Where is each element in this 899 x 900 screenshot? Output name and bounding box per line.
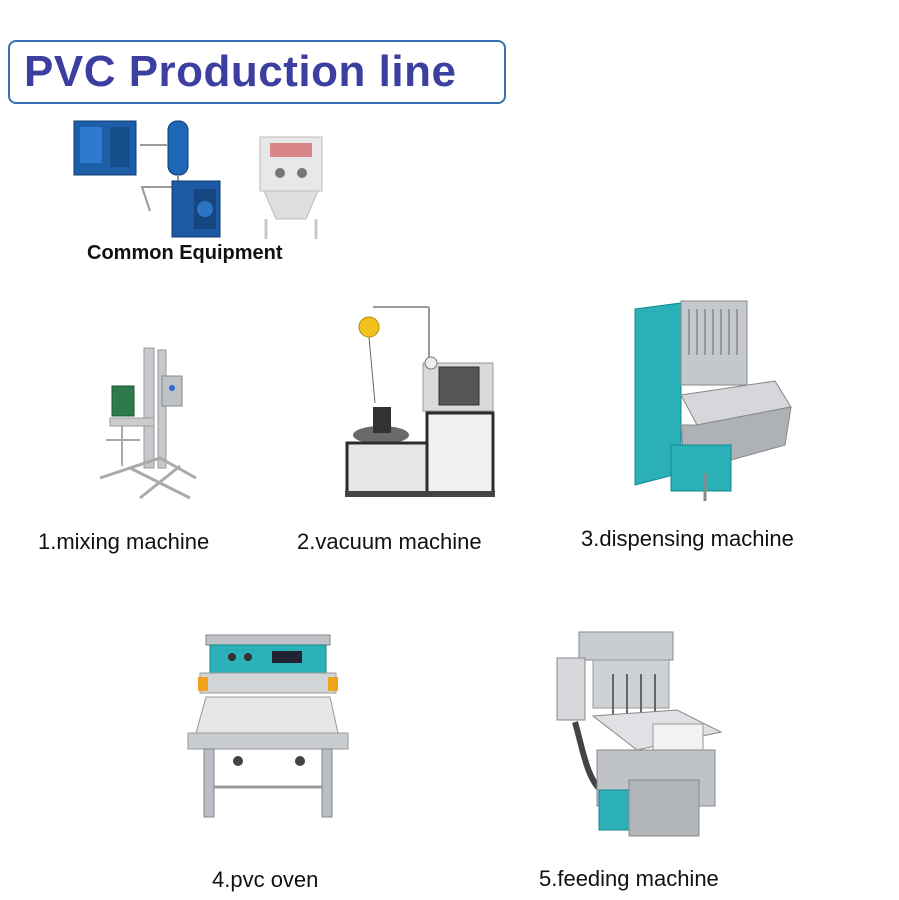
page-title: PVC Production line: [24, 47, 457, 96]
common-equipment-image: [73, 120, 323, 239]
feeding-machine-image: [556, 631, 723, 837]
vacuum-machine-label: 2.vacuum machine: [297, 529, 482, 554]
feeding-machine-label: 5.feeding machine: [539, 866, 719, 891]
mixing-machine-label: 1.mixing machine: [38, 529, 210, 554]
title-box: PVC Production line: [8, 40, 506, 104]
pvc-oven-label: 4.pvc oven: [212, 867, 319, 892]
common-equipment-label: Common Equipment: [87, 242, 283, 264]
pvc-oven-image: [187, 634, 349, 818]
vacuum-machine-image: [345, 306, 495, 497]
dispensing-machine-label: 3.dispensing machine: [581, 526, 794, 551]
mixing-machine-image: [99, 347, 197, 500]
dispensing-machine-image: [634, 300, 792, 501]
